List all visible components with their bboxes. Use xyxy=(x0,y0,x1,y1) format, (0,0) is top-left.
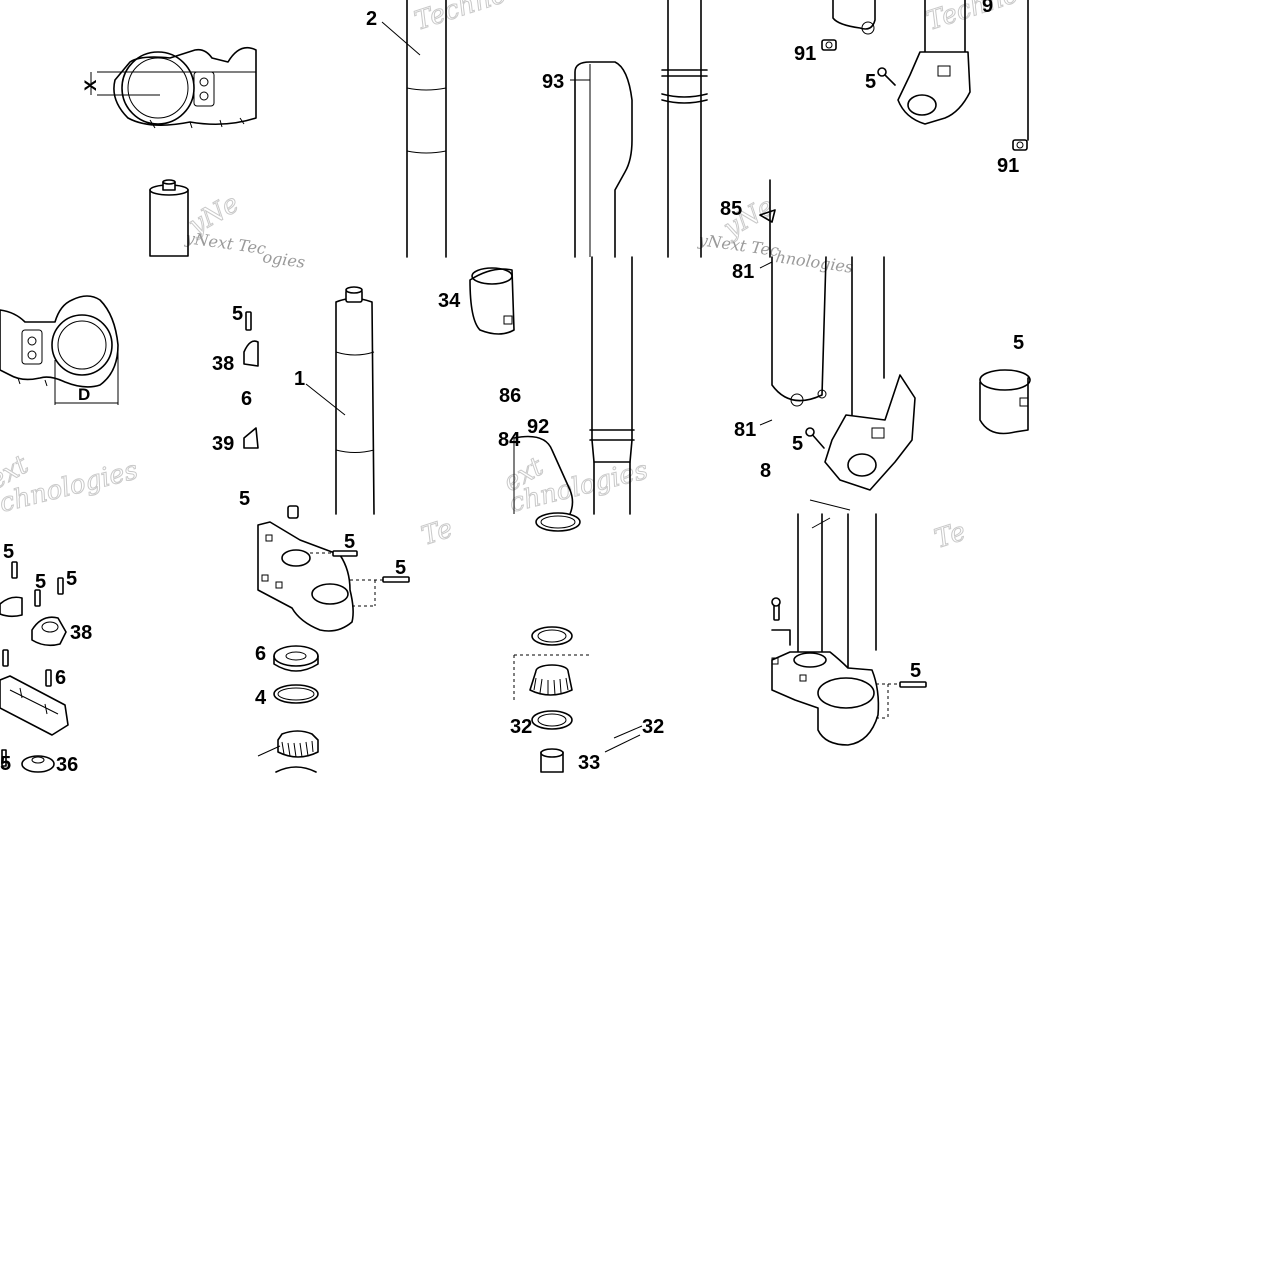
tapered-bearing-tile12 xyxy=(513,654,590,700)
callout-38b: 38 xyxy=(70,622,92,644)
callout-84: 84 xyxy=(498,429,521,451)
svg-text:Techno: Techno xyxy=(411,0,510,37)
bolt-5-top xyxy=(877,67,896,86)
callout-4: 4 xyxy=(255,687,267,709)
lower-leg-right xyxy=(771,256,916,491)
fork-slider-lower xyxy=(589,256,635,515)
callout-81a: 81 xyxy=(732,261,754,283)
callout-5b: 5 xyxy=(232,303,243,325)
clamp-half-tile10-a xyxy=(0,596,23,618)
dimension-x-label: X xyxy=(81,79,100,91)
bolts-set-tile10 xyxy=(11,561,64,607)
upper-triple-clamp-top-view xyxy=(90,46,257,129)
svg-text:Te: Te xyxy=(931,517,969,555)
svg-text:Te: Te xyxy=(418,514,456,552)
small-part-85 xyxy=(759,179,776,258)
clamp-half-38 xyxy=(243,340,259,367)
clamp-half-38-tile10 xyxy=(31,616,67,647)
callout-93: 93 xyxy=(542,71,564,93)
svg-text:yNext Tec: yNext Tec xyxy=(183,228,267,258)
callout-5k: 5 xyxy=(910,660,921,682)
callout-labels: 2 93 91 5 9 91 85 81 5 38 6 39 5 1 34 86… xyxy=(0,0,1024,776)
leader-81a xyxy=(759,261,773,269)
bearing-race-upper xyxy=(535,512,581,532)
bearing-race-top xyxy=(531,626,573,646)
callout-5e: 5 xyxy=(1013,332,1024,354)
lower-triple-clamp-side xyxy=(257,505,354,632)
fork-protector xyxy=(570,61,633,258)
callout-5j: 5 xyxy=(395,557,406,579)
callout-36: 36 xyxy=(56,754,78,776)
callout-8: 8 xyxy=(760,460,771,482)
callout-6b: 6 xyxy=(55,667,66,689)
bolt-91-top xyxy=(821,39,837,51)
steering-stem-top xyxy=(149,179,189,257)
svg-text:Techno: Techno xyxy=(923,0,1022,37)
clamp-34 xyxy=(469,267,515,335)
callout-5h: 5 xyxy=(66,568,77,590)
bolt-5-tile13 xyxy=(876,681,927,719)
bearing-race-32-lower xyxy=(531,710,573,730)
callout-5f: 5 xyxy=(3,541,14,563)
callout-38a: 38 xyxy=(212,353,234,375)
callout-2: 2 xyxy=(366,8,377,30)
clamp-half-39 xyxy=(243,427,259,449)
svg-text:ogies: ogies xyxy=(261,247,306,272)
callout-5c: 5 xyxy=(239,488,250,510)
callout-9: 9 xyxy=(982,0,993,17)
sleeve-33 xyxy=(540,734,641,773)
fork-protector-92 xyxy=(513,435,574,515)
seal-ring-4 xyxy=(273,684,319,704)
callout-1: 1 xyxy=(294,368,305,390)
callout-85: 85 xyxy=(720,198,742,220)
callout-39: 39 xyxy=(212,433,234,455)
callout-5g: 5 xyxy=(35,571,46,593)
callout-81b: 81 xyxy=(734,419,756,441)
callout-34: 34 xyxy=(438,290,461,312)
bolt-5-tile8 xyxy=(805,427,825,449)
callout-5a: 5 xyxy=(865,71,876,93)
callout-91a: 91 xyxy=(794,43,816,65)
small-bolt-5-tile6 xyxy=(245,311,252,331)
fork-tube-1 xyxy=(305,286,375,515)
callout-92: 92 xyxy=(527,416,549,438)
axle-bracket-top xyxy=(832,0,1029,141)
callout-32a: 32 xyxy=(642,716,664,738)
svg-text:hnologies: hnologies xyxy=(774,247,854,277)
clamp-ring-right xyxy=(979,369,1031,435)
callout-5i: 5 xyxy=(344,531,355,553)
callout-33: 33 xyxy=(578,752,600,774)
lower-triple-clamp-top-view xyxy=(0,295,119,405)
bolt-91-right xyxy=(1012,139,1028,151)
dust-seal-6 xyxy=(273,645,319,672)
callout-91b: 91 xyxy=(997,155,1019,177)
bolt-5-tile11-a xyxy=(310,550,358,557)
bolt-5-tile11-b xyxy=(350,576,410,607)
cap-36 xyxy=(1,749,55,773)
bolt-6-tile10 xyxy=(2,649,52,687)
fork-slider-upper xyxy=(661,0,708,258)
leader-81b xyxy=(759,419,773,426)
callout-86: 86 xyxy=(499,385,521,407)
callout-6c: 6 xyxy=(255,643,266,665)
handlebar-bracket-tile10 xyxy=(0,675,69,736)
callout-6a: 6 xyxy=(241,388,252,410)
tapered-bearing-tile11 xyxy=(257,730,319,773)
callout-5l: 5 xyxy=(0,753,11,775)
dimension-d-label: D xyxy=(78,385,90,404)
fork-tube-upper-left xyxy=(381,0,447,258)
svg-text:yNext Tec: yNext Tec xyxy=(696,230,780,260)
callout-5d: 5 xyxy=(792,433,803,455)
lower-stem-assembly xyxy=(771,513,880,746)
callout-leaders xyxy=(613,499,851,739)
callout-32b: 32 xyxy=(510,716,532,738)
